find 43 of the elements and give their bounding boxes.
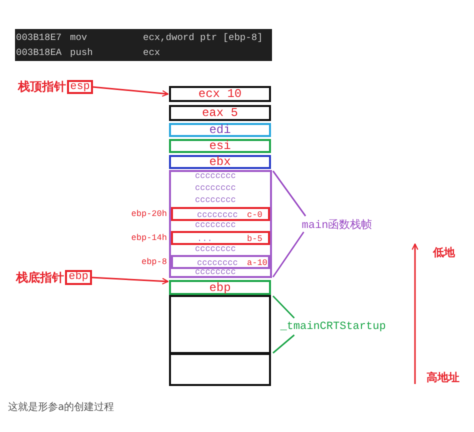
stack-cell (169, 295, 271, 354)
region-label: 低地 (427, 243, 461, 261)
offset-label: ebp-14h (131, 233, 167, 243)
region-label: _tmainCRTStartup (276, 319, 390, 335)
code-text: ecx (142, 46, 162, 58)
code-text: 003B18E7 (15, 32, 63, 44)
stack-cell: ecx 10 (169, 86, 271, 102)
stack-cell: edi (169, 123, 271, 137)
offset-label: ebp-8 (141, 257, 167, 267)
memory-value: cccccccc (195, 183, 236, 193)
stack-cell: eax 5 (169, 105, 271, 121)
variable-label: c-0 (247, 210, 262, 220)
variable-label: a-10 (247, 258, 268, 268)
memory-value: cccccccc (195, 244, 236, 254)
region-label: 高地址 (418, 368, 468, 386)
memory-value: cccccccc (195, 267, 236, 277)
stack-cell: ebp (169, 280, 271, 295)
code-text: mov (69, 32, 88, 44)
leader-line (272, 295, 295, 319)
memory-value: cccccccc (197, 210, 238, 220)
pointer-label: 栈底指针 (16, 269, 64, 286)
arrow (92, 276, 169, 285)
code-text: ecx,dword ptr [ebp-8] (142, 32, 264, 44)
code-text: 003B18EA (15, 46, 63, 58)
pointer-label: 栈顶指针 (18, 78, 66, 96)
arrow (412, 243, 418, 384)
variable-label: b-5 (247, 234, 262, 244)
leader-line (272, 232, 304, 278)
region-label: main函数栈帧 (292, 216, 382, 232)
offset-label: ebp-20h (131, 209, 167, 219)
memory-value: cccccccc (197, 258, 238, 268)
stack-cell (169, 353, 271, 386)
memory-value: cccccccc (195, 195, 236, 205)
caption: 这就是形参a的创建过程 (8, 400, 114, 414)
code-text: push (69, 46, 94, 58)
stack-cell: esi (169, 139, 271, 153)
memory-value: cccccccc (195, 220, 236, 230)
arrow (92, 86, 169, 97)
memory-value: cccccccc (195, 171, 236, 181)
memory-value: ... (197, 234, 212, 244)
stack-cell: ebx (169, 155, 271, 169)
leader-line (272, 170, 306, 216)
leader-line (272, 334, 295, 354)
